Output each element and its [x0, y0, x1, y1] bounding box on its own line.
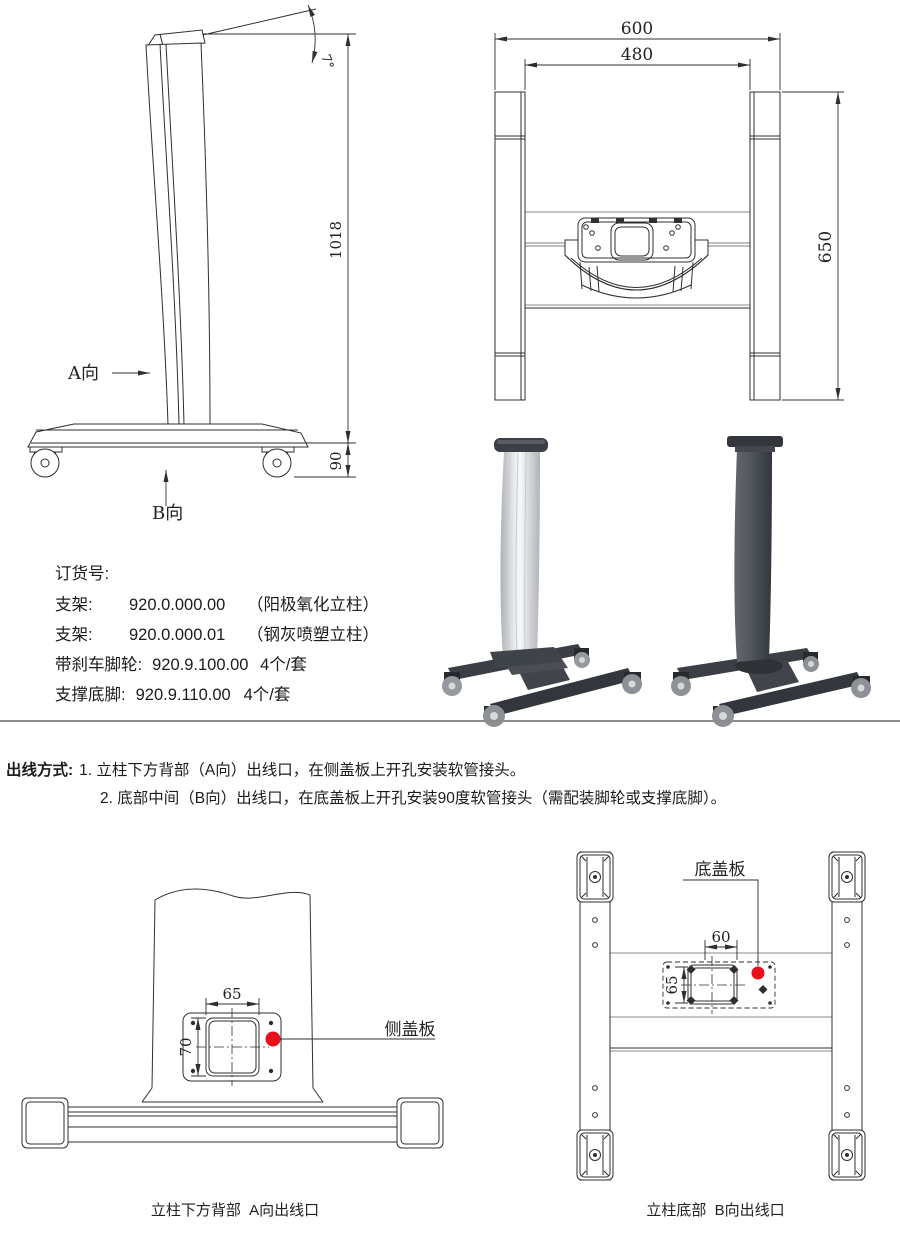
detail-a-caption: 立柱下方背部 A向出线口 — [150, 1202, 320, 1219]
view-direction-label-b: B向 — [152, 503, 183, 524]
product-photo-silver — [442, 438, 642, 727]
order-note: 4个/套 — [260, 655, 307, 674]
order-title: 订货号: — [55, 565, 110, 583]
dim-90: 90 — [327, 451, 345, 470]
outlet-heading: 出线方式: — [6, 762, 74, 779]
callout-bottom-cover: 底盖板 — [695, 860, 746, 879]
dim-70-a: 70 — [177, 1037, 195, 1056]
caster-plate — [828, 851, 866, 903]
dim-60-b: 60 — [711, 928, 730, 946]
order-row: 支撑底脚: 920.9.110.00 4个/套 — [55, 685, 455, 704]
dim-65-b: 65 — [663, 975, 681, 994]
order-row: 带刹车脚轮: 920.9.100.00 4个/套 — [55, 655, 455, 674]
outlet-line-2: 2. 底部中间（B向）出线口，在底盖板上开孔安装90度软管接头（需配装脚轮或支撑… — [100, 790, 727, 807]
outlet-line-1: 出线方式:1. 立柱下方背部（A向）出线口，在侧盖板上开孔安装软管接头。 — [6, 762, 526, 779]
callout-side-cover: 侧盖板 — [385, 1020, 436, 1039]
detail-b-drawing: 60 65 底盖板 — [576, 851, 866, 1181]
order-note: 4个/套 — [243, 685, 291, 704]
side-cover-plate — [182, 1008, 282, 1086]
order-row: 支架: 920.0.000.01 （钢灰喷塑立柱） — [55, 625, 455, 644]
order-label: 支架: — [55, 625, 93, 644]
order-code: 920.9.110.00 — [135, 685, 231, 704]
order-note: （钢灰喷塑立柱） — [247, 625, 379, 644]
section-divider — [0, 720, 900, 722]
view-direction-label-a: A向 — [67, 363, 99, 384]
dim-650: 650 — [816, 231, 836, 263]
red-dot-marker — [265, 1031, 281, 1047]
column-mount-bracket — [564, 217, 709, 299]
bottom-cover-plate — [662, 956, 776, 1014]
dim-480: 480 — [621, 45, 653, 65]
order-label: 带刹车脚轮: — [55, 655, 143, 674]
dim-600: 600 — [621, 19, 653, 39]
red-dot-marker — [751, 966, 765, 980]
order-code: 920.0.000.00 — [129, 595, 226, 614]
order-code: 920.9.100.00 — [152, 655, 249, 674]
product-photo-dark — [671, 436, 871, 727]
dim-65-a: 65 — [222, 985, 241, 1003]
caster-plate — [576, 1129, 614, 1181]
dim-1018: 1018 — [327, 221, 345, 259]
caster-left — [29, 446, 63, 478]
order-note: （阳极氧化立柱） — [247, 595, 379, 614]
outlet-instructions: 出线方式:1. 立柱下方背部（A向）出线口，在侧盖板上开孔安装软管接头。 2. … — [6, 757, 886, 813]
order-row: 支架: 920.0.000.00 （阳极氧化立柱） — [55, 595, 455, 614]
detail-b-caption: 立柱底部 B向出线口 — [646, 1202, 785, 1219]
angle-label: 7° — [317, 53, 336, 72]
detail-a-drawing: 65 70 侧盖板 — [21, 888, 444, 1149]
caster-right — [261, 446, 295, 478]
order-label: 支撑底脚: — [55, 685, 126, 704]
order-code: 920.0.000.01 — [129, 625, 226, 644]
caster-plate — [576, 851, 614, 903]
order-label: 支架: — [55, 595, 93, 614]
top-view-drawing: 600 480 650 — [494, 19, 844, 401]
caster-plate — [828, 1129, 866, 1181]
side-view-drawing: 7° 1018 90 A向 — [27, 4, 356, 524]
order-info: 订货号: 支架: 920.0.000.00 （阳极氧化立柱） 支架: 920.0… — [55, 566, 455, 717]
